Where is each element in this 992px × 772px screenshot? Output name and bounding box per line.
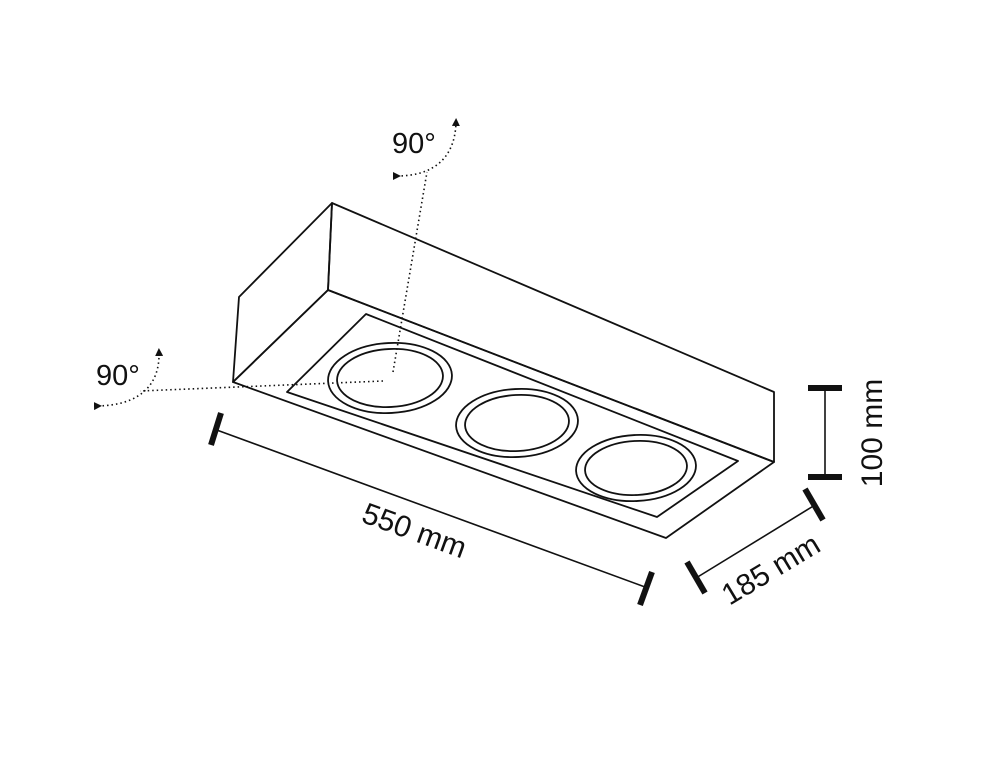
vertical-rotation-arc [392,118,460,181]
lamp-1 [327,341,453,415]
lamp-2-inner-ring [464,394,570,452]
vertical-rotation-label: 90° [392,128,436,160]
lamp-3-inner-ring [584,440,688,496]
lamp-3-outer-ring [575,433,697,503]
lamp-3 [575,433,697,503]
lamp-2 [455,387,579,459]
depth-tick-left [684,560,708,595]
length-label: 550 mm [358,497,471,565]
lamp-1-outer-ring [327,341,453,415]
horizontal-rotation-label: 90° [96,360,140,392]
vertical-axis-line [392,171,428,373]
height-label: 100 mm [856,379,889,487]
depth-dimension-line [695,504,816,579]
length-dimension-line [213,428,646,588]
height-dimension: 100 mm [808,379,889,487]
depth-label: 185 mm [716,528,826,612]
horizontal-rotation-arc [93,348,164,411]
vertical-rotation-indicator: 90° [392,118,460,373]
depth-tick-right [802,487,826,522]
housing-bottom-face [232,289,775,539]
housing-left-end-face [232,202,333,383]
trim-frame [286,313,739,518]
lamp-1-inner-ring [336,348,444,408]
length-tick-right [637,570,655,607]
housing [232,202,775,539]
length-tick-left [208,412,224,446]
lamp-2-outer-ring [455,387,579,459]
depth-dimension: 185 mm [684,487,826,612]
horizontal-rotation-indicator: 90° [93,348,384,411]
horizontal-axis-line [139,380,384,392]
housing-top-face [327,202,775,463]
